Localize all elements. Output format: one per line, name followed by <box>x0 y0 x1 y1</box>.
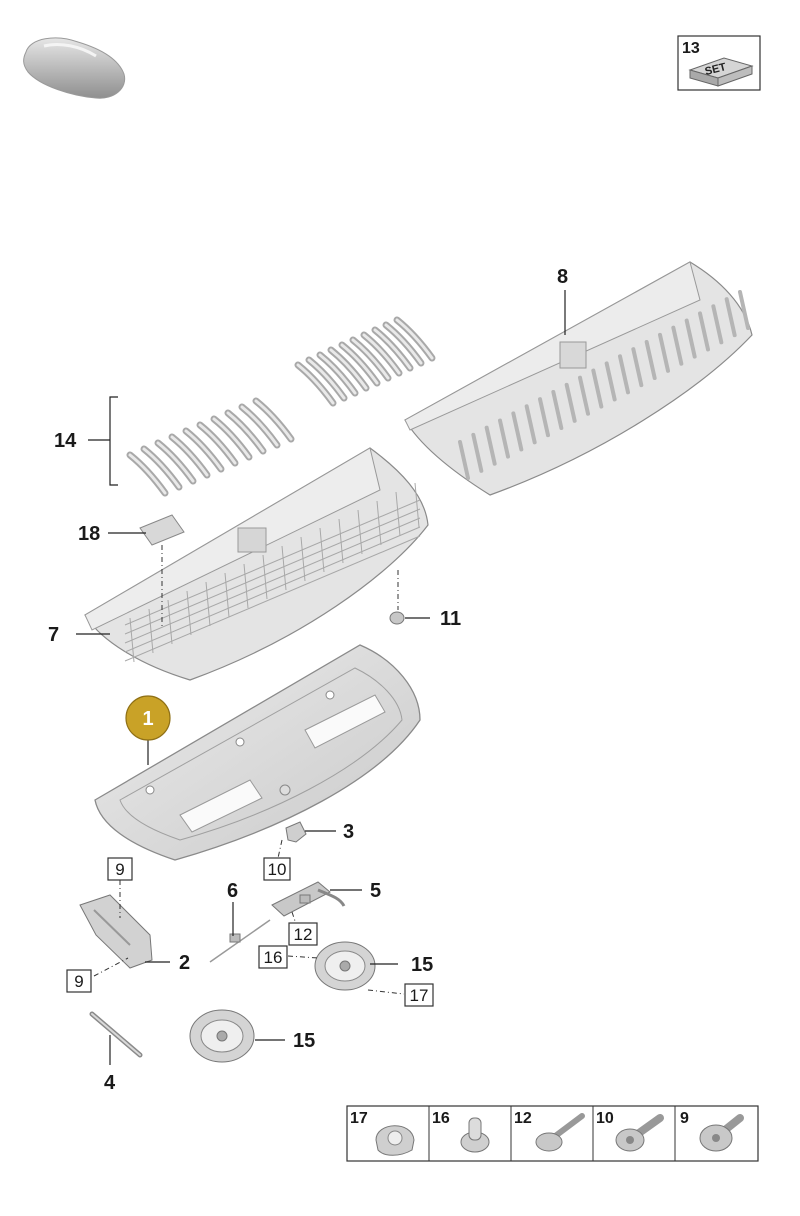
svg-text:10: 10 <box>268 860 287 879</box>
svg-text:12: 12 <box>294 925 313 944</box>
long-bolt-icon <box>535 1113 585 1152</box>
part-3-bracket <box>285 821 307 843</box>
leader-lines <box>76 290 566 1065</box>
dash-leaders <box>93 545 405 995</box>
pan-head-screw-icon <box>699 1114 744 1152</box>
boxed-callout-16: 16 <box>258 945 288 969</box>
part-2-hinge <box>79 894 153 969</box>
callout-3: 3 <box>343 821 354 843</box>
part-1-carrier-panel <box>94 644 421 861</box>
callout-labels: 8 14 18 7 11 3 5 6 2 15 15 4 <box>48 266 568 1094</box>
callout-8: 8 <box>557 266 568 288</box>
clip-nut-icon <box>375 1125 415 1156</box>
callout-18: 18 <box>78 523 100 545</box>
boxed-callouts: 10 9 9 12 16 17 <box>66 857 434 1007</box>
callout-1-number: 1 <box>142 708 153 730</box>
part-5-actuator <box>271 881 346 917</box>
part-15-fan-upper <box>314 941 376 991</box>
callout-5: 5 <box>370 880 381 902</box>
torx-bolt-icon <box>615 1114 664 1152</box>
callout-6: 6 <box>227 880 238 902</box>
callout-15-lower: 15 <box>293 1030 315 1052</box>
part-18-pad <box>139 514 185 546</box>
callout-1-highlight[interactable]: 1 <box>125 695 171 741</box>
svg-text:9: 9 <box>115 860 124 879</box>
svg-text:17: 17 <box>410 986 429 1005</box>
boxed-callout-9-upper: 9 <box>107 857 133 881</box>
part-15-fan-lower <box>189 1009 255 1063</box>
set-box-icon: SET <box>688 57 754 87</box>
part-7-grille-mesh <box>84 447 429 681</box>
push-clip-icon <box>460 1117 490 1153</box>
svg-text:9: 9 <box>74 972 83 991</box>
callout-11: 11 <box>440 608 461 630</box>
vehicle-thumbnail-icon <box>23 37 126 99</box>
fastener-label-10: 10 <box>596 1110 614 1127</box>
fastener-label-9: 9 <box>680 1110 689 1127</box>
svg-text:16: 16 <box>264 948 283 967</box>
part-11-clip <box>389 611 405 625</box>
callout-2: 2 <box>179 952 190 974</box>
callout-7: 7 <box>48 624 59 646</box>
boxed-callout-10: 10 <box>263 857 291 881</box>
fastener-label-12: 12 <box>514 1110 532 1127</box>
callout-14: 14 <box>54 430 77 452</box>
boxed-callout-9-lower: 9 <box>66 969 92 993</box>
boxed-callout-17: 17 <box>404 983 434 1007</box>
part-6-cable <box>209 919 271 963</box>
set-badge: 13 SET <box>677 35 761 91</box>
callout-4: 4 <box>104 1072 116 1094</box>
callout-15-upper: 15 <box>411 954 433 976</box>
set-badge-text: SET <box>704 61 728 78</box>
fastener-label-16: 16 <box>432 1110 450 1127</box>
boxed-callout-12: 12 <box>288 922 318 946</box>
part-14-grille-slats <box>126 316 436 497</box>
fastener-table: 17 16 12 10 9 <box>346 1105 759 1162</box>
part-8-grille-frame <box>404 261 753 496</box>
set-badge-number: 13 <box>682 40 700 57</box>
part-4-gas-strut <box>89 1011 143 1058</box>
fastener-label-17: 17 <box>350 1110 368 1127</box>
